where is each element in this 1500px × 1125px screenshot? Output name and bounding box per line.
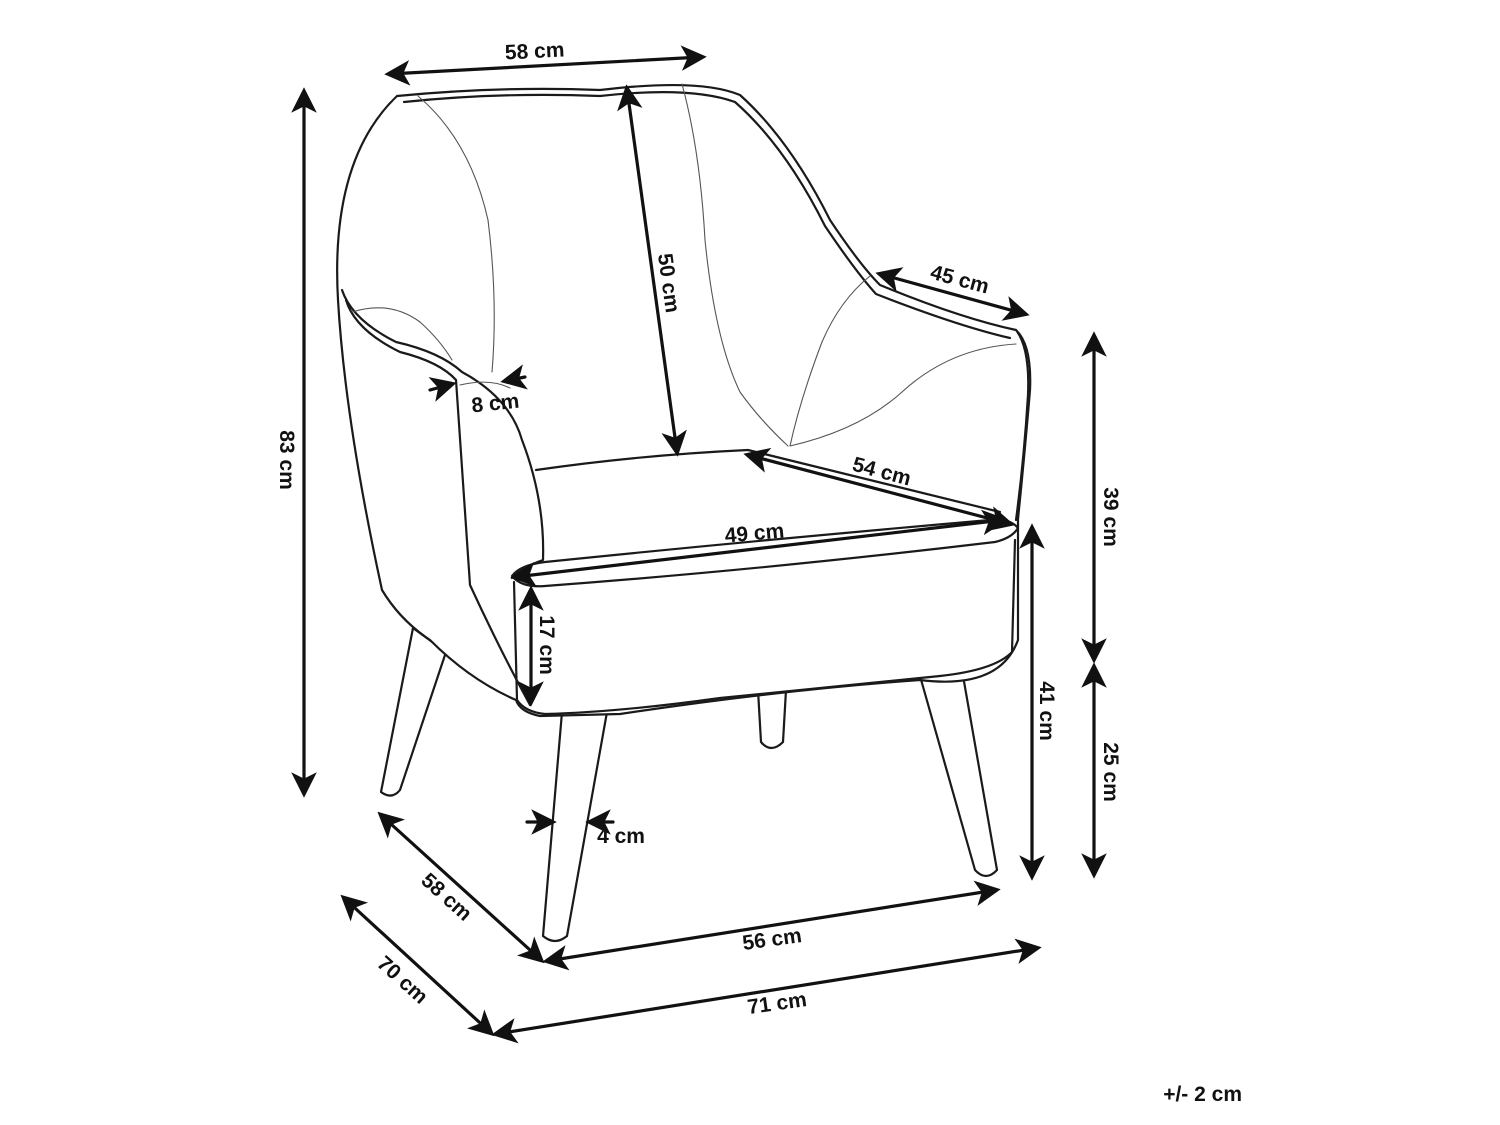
dim-arrow-seat-width bbox=[510, 509, 1008, 588]
leg-front-right bbox=[918, 668, 999, 878]
label-top-width: 58 cm bbox=[504, 38, 565, 64]
label-cushion-height: 17 cm bbox=[535, 615, 558, 675]
dim-arrow-backrest-height bbox=[617, 84, 687, 457]
dim-arrow-arm-width-right bbox=[500, 364, 528, 390]
dim-arrow-top-width bbox=[384, 45, 707, 86]
label-leg-depth-span: 58 cm bbox=[417, 869, 477, 926]
dim-arrow-arm-width-left bbox=[428, 377, 457, 402]
label-leg-height: 25 cm bbox=[1099, 742, 1122, 802]
label-total-height: 83 cm bbox=[275, 430, 298, 490]
chair-body-outline bbox=[336, 83, 1032, 718]
dim-arrow-total-width bbox=[491, 938, 1042, 1044]
label-leg-width: 4 cm bbox=[597, 825, 645, 848]
label-seat-height: 41 cm bbox=[1035, 681, 1058, 741]
left-arm-contour bbox=[351, 307, 453, 361]
dim-arrow-total-depth bbox=[340, 894, 495, 1037]
leg-back-right bbox=[756, 688, 788, 750]
right-arm-contour-1 bbox=[789, 275, 871, 447]
label-arm-width: 8 cm bbox=[470, 390, 520, 418]
label-total-depth: 70 cm bbox=[373, 952, 433, 1009]
label-back-height: 39 cm bbox=[1099, 487, 1122, 547]
center-back-contour bbox=[681, 83, 789, 447]
tolerance-note: +/- 2 cm bbox=[1163, 1083, 1242, 1106]
dim-arrow-armrest-depth bbox=[875, 267, 1030, 321]
leg-back-left bbox=[379, 626, 448, 797]
left-side-piping bbox=[344, 298, 532, 707]
dim-arrow-leg-depth-span bbox=[377, 811, 545, 964]
armchair-drawing bbox=[336, 83, 1032, 943]
left-back-contour bbox=[417, 95, 495, 373]
seat-cushion-front bbox=[512, 538, 1017, 716]
right-arm-contour-2 bbox=[789, 343, 1017, 447]
right-armrest-edge bbox=[1014, 328, 1030, 522]
label-seat-width: 49 cm bbox=[724, 519, 785, 547]
label-armrest-depth: 45 cm bbox=[928, 261, 991, 299]
dimension-lines bbox=[291, 45, 1107, 1044]
